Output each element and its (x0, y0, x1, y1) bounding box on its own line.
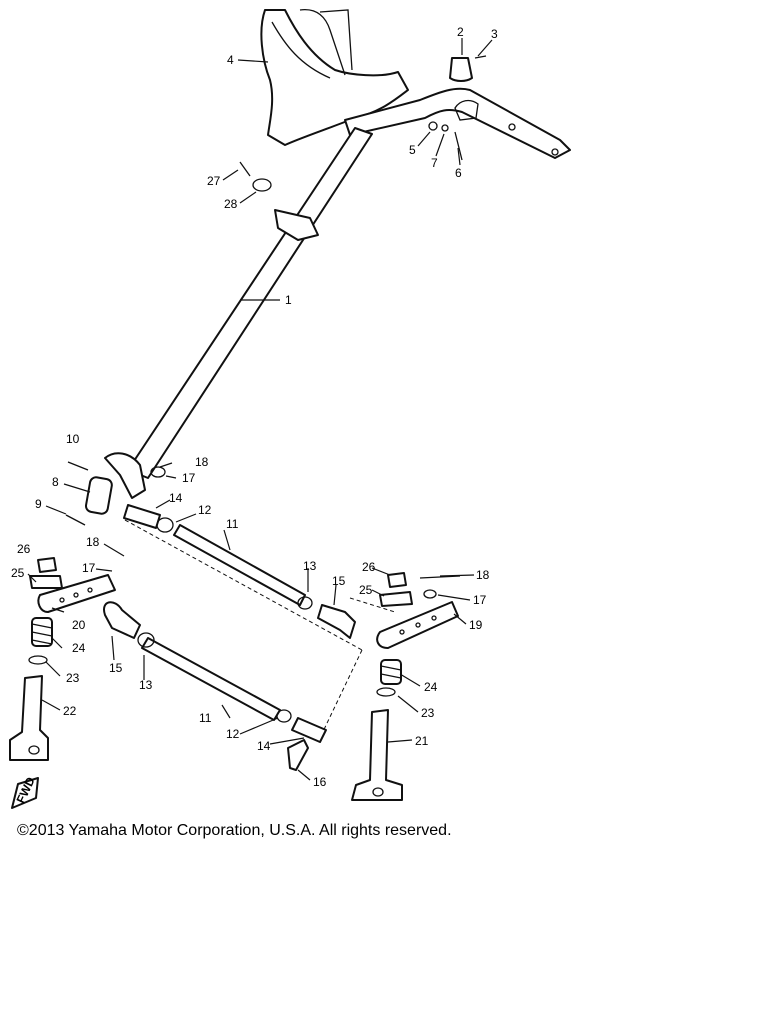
callout-15-right: 15 (332, 574, 346, 588)
assembly-dashed-lines (124, 519, 396, 743)
steering-column-part (127, 127, 373, 479)
callout-10: 10 (66, 432, 80, 446)
callout-14-top: 14 (169, 491, 183, 505)
callout-11-bottom: 11 (199, 711, 212, 725)
callout-28: 28 (224, 197, 238, 211)
copyright-notice: ©2013 Yamaha Motor Corporation, U.S.A. A… (17, 822, 452, 839)
lower-clamp-part (65, 452, 166, 526)
callout-25-right: 25 (359, 583, 373, 597)
tie-rod-lower-part (137, 632, 327, 743)
callout-8: 8 (52, 475, 59, 489)
spindle-left-part (9, 675, 49, 761)
callout-15-left: 15 (109, 661, 123, 675)
callout-17-top: 17 (182, 471, 196, 485)
callout-26-right: 26 (362, 560, 376, 574)
callout-17-right: 17 (473, 593, 487, 607)
callout-5: 5 (409, 143, 416, 157)
callout-20: 20 (72, 618, 86, 632)
callout-12-top: 12 (198, 503, 212, 517)
bolt-16-part (287, 739, 309, 771)
callout-18-right: 18 (476, 568, 490, 582)
callout-16: 16 (313, 775, 327, 789)
callout-6: 6 (455, 166, 462, 180)
callout-23-left: 23 (66, 671, 80, 685)
spindle-right-part (351, 709, 403, 801)
tie-rod-upper-part (123, 504, 313, 610)
ski-arm-left-part (29, 557, 116, 613)
callout-17-left: 17 (82, 561, 96, 575)
callout-2: 2 (457, 25, 464, 39)
callout-21: 21 (415, 734, 429, 748)
callout-3: 3 (491, 27, 498, 41)
ski-arm-right-part (376, 572, 461, 649)
steering-parts-diagram: FWD (9, 9, 571, 809)
callout-22: 22 (63, 704, 77, 718)
callout-19: 19 (469, 618, 483, 632)
callout-12-bottom: 12 (226, 727, 240, 741)
callout-24-left: 24 (72, 641, 86, 655)
callout-27: 27 (207, 174, 221, 188)
callout-13-left: 13 (139, 678, 153, 692)
tie-rod-end-parts (103, 601, 356, 639)
callout-4: 4 (227, 53, 234, 67)
callout-9: 9 (35, 497, 42, 511)
callout-11-top: 11 (226, 517, 239, 531)
callout-23-right: 23 (421, 706, 435, 720)
callout-14-bottom: 14 (257, 739, 271, 753)
springs-washers (28, 617, 402, 697)
callout-13-right: 13 (303, 559, 317, 573)
fwd-arrow-icon: FWD (11, 775, 39, 809)
callout-24-right: 24 (424, 680, 438, 694)
handlebar-part (344, 87, 571, 159)
callout-18-left: 18 (86, 535, 100, 549)
leader-lines (27, 38, 493, 781)
callout-labels: 4 2 3 5 7 6 1 27 28 10 18 17 8 14 9 12 1… (11, 25, 498, 789)
grip-cap-part (449, 55, 487, 82)
callout-7: 7 (431, 156, 438, 170)
callout-1: 1 (285, 293, 292, 307)
callout-18-top: 18 (195, 455, 209, 469)
small-fasteners (239, 121, 463, 192)
callout-26-left: 26 (17, 542, 31, 556)
callout-25-left: 25 (11, 566, 25, 580)
